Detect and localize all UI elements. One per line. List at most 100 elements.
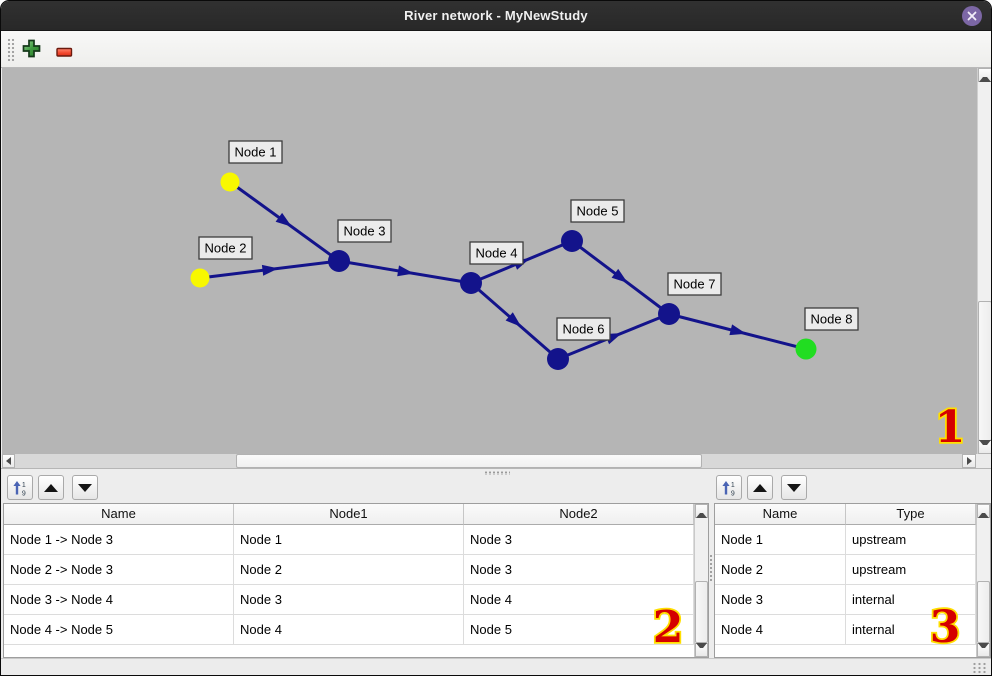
table-cell[interactable]: internal — [846, 615, 976, 644]
network-node[interactable] — [220, 172, 240, 192]
node-move-up-button[interactable] — [747, 475, 773, 500]
column-header[interactable]: Node1 — [234, 504, 464, 525]
network-node[interactable] — [658, 303, 680, 325]
table-cell[interactable]: Node 1 -> Node 3 — [4, 525, 234, 554]
node-label: Node 2 — [198, 236, 253, 260]
table-cell[interactable]: Node 2 -> Node 3 — [4, 555, 234, 584]
close-icon — [967, 11, 977, 21]
node-label: Node 5 — [570, 199, 625, 223]
table-cell[interactable]: Node 5 — [464, 615, 694, 644]
node-label: Node 7 — [667, 272, 722, 296]
table-cell[interactable]: internal — [846, 585, 976, 614]
column-header[interactable]: Name — [715, 504, 846, 525]
window-resize-grip[interactable] — [972, 662, 987, 674]
remove-button[interactable] — [53, 42, 75, 64]
sort-ascending-1-9-icon: 1 9 — [13, 480, 26, 496]
table-cell[interactable]: Node 3 — [464, 525, 694, 554]
titlebar[interactable]: River network - MyNewStudy — [1, 1, 991, 31]
scroll-thumb[interactable] — [695, 581, 708, 643]
network-node[interactable] — [795, 338, 817, 360]
toolbar — [1, 31, 991, 68]
table-cell[interactable]: Node 4 — [464, 585, 694, 614]
scroll-thumb[interactable] — [977, 581, 990, 643]
scroll-up-button[interactable] — [695, 504, 708, 518]
svg-text:Node 5: Node 5 — [577, 204, 619, 219]
table-cell[interactable]: Node 2 — [234, 555, 464, 584]
scroll-up-button[interactable] — [978, 68, 991, 82]
column-header[interactable]: Node2 — [464, 504, 694, 525]
svg-text:Node 7: Node 7 — [674, 277, 716, 292]
window-title: River network - MyNewStudy — [404, 8, 588, 23]
sort-ascending-1-9-icon: 1 9 — [722, 480, 735, 496]
reach-sort-button[interactable]: 1 9 — [7, 475, 33, 500]
network-canvas[interactable]: Node 1 Node 2 Node 3 Node 4 Node 5 Node 6 Node… — [2, 68, 977, 454]
network-node[interactable] — [561, 230, 583, 252]
vertical-scroll-thumb[interactable] — [978, 301, 991, 441]
scroll-left-button[interactable] — [2, 454, 15, 468]
close-button[interactable] — [962, 6, 982, 26]
reach-table-scrollbar[interactable] — [694, 504, 708, 657]
svg-text:Node 6: Node 6 — [563, 322, 605, 337]
scroll-down-button[interactable] — [978, 440, 991, 454]
table-cell[interactable]: Node 3 — [234, 585, 464, 614]
table-cell[interactable]: Node 3 -> Node 4 — [4, 585, 234, 614]
node-table-scrollbar[interactable] — [976, 504, 990, 657]
svg-text:Node 3: Node 3 — [344, 224, 386, 239]
table-cell[interactable]: Node 1 — [715, 525, 846, 554]
svg-text:Node 8: Node 8 — [811, 312, 853, 327]
reach-move-down-button[interactable] — [72, 475, 98, 500]
scroll-up-button[interactable] — [977, 504, 990, 518]
scroll-right-button[interactable] — [962, 454, 976, 468]
canvas-horizontal-scrollbar[interactable] — [2, 454, 976, 468]
table-cell[interactable]: Node 1 — [234, 525, 464, 554]
table-cell[interactable]: Node 3 — [715, 585, 846, 614]
network-node[interactable] — [460, 272, 482, 294]
table-cell[interactable]: Node 4 -> Node 5 — [4, 615, 234, 644]
scroll-down-button[interactable] — [695, 643, 708, 657]
column-header[interactable]: Type — [846, 504, 976, 525]
table-cell[interactable]: Node 3 — [464, 555, 694, 584]
edge-arrow-icon — [397, 265, 414, 277]
node-label: Node 8 — [804, 307, 859, 331]
table-cell[interactable]: upstream — [846, 525, 976, 554]
river-network-diagram: Node 1 Node 2 Node 3 Node 4 Node 5 Node 6 Node… — [190, 140, 859, 370]
network-node[interactable] — [190, 268, 210, 288]
table-cell[interactable]: Node 4 — [234, 615, 464, 644]
node-label: Node 4 — [469, 241, 524, 265]
table-splitter-handle[interactable] — [709, 554, 713, 582]
column-header[interactable]: Name — [4, 504, 234, 525]
table-cell[interactable]: Node 2 — [715, 555, 846, 584]
horizontal-scroll-thumb[interactable] — [236, 454, 702, 468]
status-bar — [1, 658, 991, 675]
reach-move-up-button[interactable] — [38, 475, 64, 500]
up-triangle-icon — [696, 504, 707, 518]
pane-splitter-handle[interactable] — [484, 471, 510, 475]
node-sort-button[interactable]: 1 9 — [716, 475, 742, 500]
scroll-down-button[interactable] — [977, 643, 990, 657]
table-cell[interactable]: Node 4 — [715, 615, 846, 644]
network-node[interactable] — [328, 250, 350, 272]
up-triangle-icon — [753, 483, 767, 492]
toolbar-grip-handle[interactable] — [7, 38, 15, 61]
svg-text:9: 9 — [22, 490, 26, 496]
node-move-down-button[interactable] — [781, 475, 807, 500]
add-button[interactable] — [20, 39, 42, 61]
network-node[interactable] — [547, 348, 569, 370]
node-label: Node 1 — [228, 140, 283, 164]
minus-icon — [55, 47, 72, 57]
table-cell[interactable]: upstream — [846, 555, 976, 584]
canvas-vertical-scrollbar[interactable] — [977, 68, 991, 454]
